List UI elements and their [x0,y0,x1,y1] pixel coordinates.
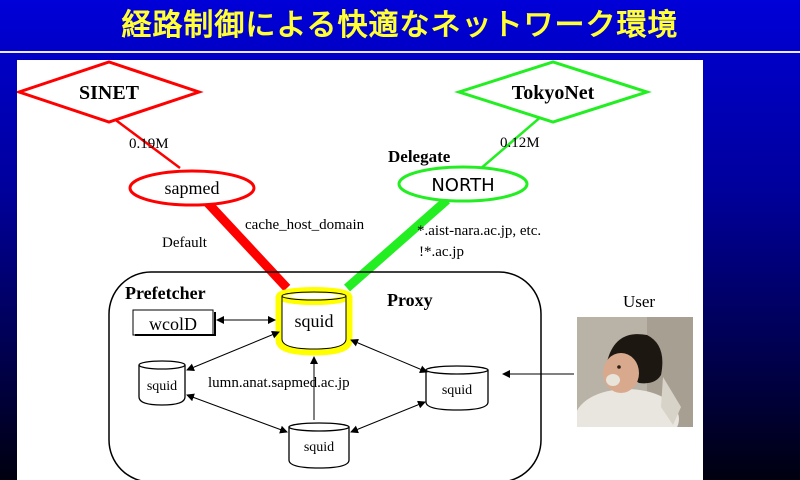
sapmed-node [128,169,256,207]
network-diagram: SINET TokyoNet 0.19M 0.12M sapmed Delega… [17,60,703,480]
squid-main-node: squid [275,287,353,356]
tokyonet-bandwidth-label: 0.12M [500,135,540,151]
squid-main-label: squid [294,311,333,331]
allowed-domains-label: *.aist-nara.ac.jp, etc. [417,223,541,239]
squid-left-main-arrow [186,330,280,372]
squid-bottom-label: squid [304,440,334,455]
wcold-node: wcolD [132,309,216,336]
excluded-domains-label: !*.ac.jp [419,244,464,260]
host-label: lumn.anat.sapmed.ac.jp [208,375,350,391]
squid-right-bottom-arrow [350,400,426,434]
diagram-svg: SINET TokyoNet 0.19M 0.12M sapmed Delega… [17,60,652,480]
sinet-label: SINET [79,82,140,104]
sinet-bandwidth-label: 0.19M [129,136,169,152]
user-photo [577,317,693,427]
proxy-region [108,271,542,480]
cache-host-domain-label: cache_host_domain [245,217,365,233]
sinet-sapmed-link [108,113,181,170]
prefetcher-label: Prefetcher [125,283,206,303]
user-label: User [622,292,656,311]
title-divider [0,51,800,53]
sapmed-label: sapmed [165,178,220,198]
squid-bottom-node: squid [288,422,350,469]
sapmed-squid-route [201,196,291,292]
north-label: NORTH [431,175,494,196]
tokyonet-north-link [478,114,544,171]
tokyonet-node [454,60,652,124]
wcold-label: wcolD [149,314,197,334]
delegate-label: Delegate [388,147,451,166]
squid-right-label: squid [442,383,472,398]
squid-right-node: squid [425,365,489,411]
default-label: Default [162,235,208,251]
proxy-label: Proxy [387,290,433,310]
north-squid-route [344,196,450,292]
squid-left-bottom-arrow [186,393,288,434]
squid-right-main-arrow [350,339,428,373]
child-illustration [577,317,693,427]
sinet-node [17,60,204,124]
north-node [397,165,529,203]
squid-left-node: squid [138,360,186,406]
slide-title: 経路制御による快適なネットワーク環境 [121,8,679,43]
squid-left-label: squid [147,379,177,394]
tokyonet-label: TokyoNet [512,82,595,104]
